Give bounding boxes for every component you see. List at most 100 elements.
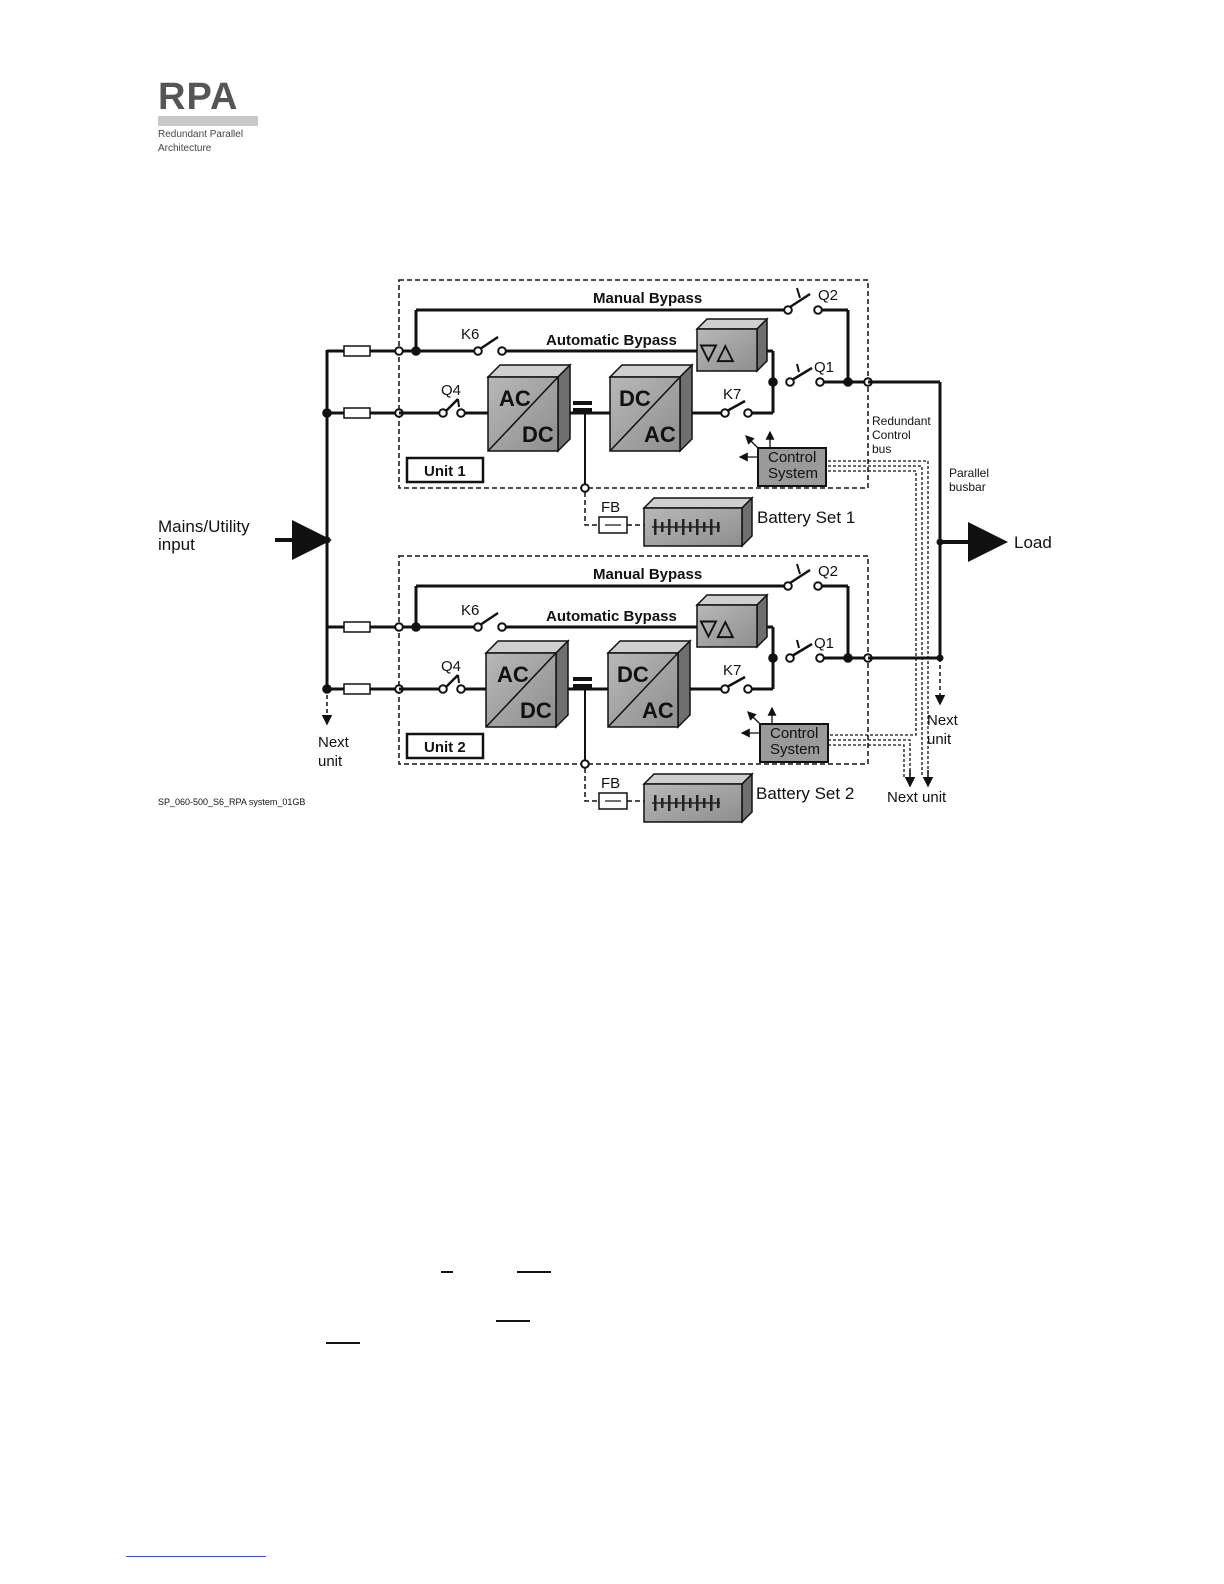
svg-text:FB: FB (601, 499, 620, 516)
q1-contact (815, 377, 825, 387)
fuse (343, 621, 371, 633)
k7-contact (720, 684, 730, 694)
svg-text:K6: K6 (461, 602, 479, 619)
svg-text:Unit 2: Unit 2 (424, 739, 466, 756)
control-bus-next-unit-label: Next unit (887, 789, 947, 806)
q1-output-node (843, 653, 853, 663)
battery-block (642, 496, 754, 548)
fuse (343, 683, 371, 695)
dc-link-symbol (573, 408, 592, 412)
static-switch (695, 593, 769, 649)
svg-text:Unit 1: Unit 1 (424, 463, 466, 480)
k7-contact (743, 684, 753, 694)
thyristor-symbol: ▽△ (699, 615, 735, 640)
unit-label-box (405, 732, 485, 760)
svg-text:AC: AC (644, 422, 676, 447)
underline-mark-2 (517, 1271, 551, 1273)
svg-text:FB: FB (601, 775, 620, 792)
svg-text:AC: AC (497, 662, 529, 687)
k6-contact (497, 346, 507, 356)
k7-contact (720, 408, 730, 418)
svg-text:Q1: Q1 (814, 359, 834, 376)
mains-input-label: Mains/Utility input (158, 517, 254, 554)
svg-text:DC: DC (619, 386, 651, 411)
underline-mark-1 (441, 1271, 453, 1273)
svg-text:Automatic Bypass: Automatic Bypass (546, 608, 677, 625)
q1-contact (815, 653, 825, 663)
svg-text:Q2: Q2 (818, 287, 838, 304)
battery-link (584, 492, 599, 526)
q1-contact (785, 653, 795, 663)
svg-text:Q4: Q4 (441, 382, 461, 399)
fuse (343, 345, 371, 357)
bypass-node (411, 622, 421, 632)
dc-link-symbol (573, 401, 592, 405)
battery-terminal (580, 483, 590, 493)
k6-contact (473, 346, 483, 356)
input-node (323, 536, 331, 544)
q1-contact (785, 377, 795, 387)
static-switch (695, 317, 769, 373)
q4-contact (438, 408, 448, 418)
control-system-block (759, 723, 829, 763)
k6-contact (473, 622, 483, 632)
thyristor-symbol: ▽△ (699, 339, 735, 364)
redundant-control-bus-label: Redundant Control bus (872, 414, 934, 456)
bypass-terminal (394, 622, 404, 632)
rpa-logo: RPA Redundant Parallel Architecture (158, 76, 268, 160)
logo-mark: RPA (158, 76, 239, 118)
q2-contact (783, 581, 793, 591)
svg-text:DC: DC (617, 662, 649, 687)
q1-node (768, 653, 778, 663)
svg-text:Manual Bypass: Manual Bypass (593, 566, 702, 583)
input-next-unit-label: Next unit (318, 734, 353, 770)
q4-contact (438, 684, 448, 694)
svg-text:Q4: Q4 (441, 658, 461, 675)
svg-text:DC: DC (522, 422, 554, 447)
q1-node (768, 377, 778, 387)
svg-text:K6: K6 (461, 326, 479, 343)
svg-text:K7: K7 (723, 662, 741, 679)
svg-text:Manual Bypass: Manual Bypass (593, 290, 702, 307)
logo-bar (158, 116, 258, 126)
k6-contact (497, 622, 507, 632)
svg-text:DC: DC (520, 698, 552, 723)
rpa-system-diagram: Mains/Utility input Next unit Manual Byp… (158, 279, 1052, 824)
busbar-next-unit-label: Next unit (927, 712, 962, 748)
input-branch-node (322, 684, 332, 694)
svg-text:Battery Set 2: Battery Set 2 (756, 784, 854, 803)
input-branch-node (322, 408, 332, 418)
unit-label-box (405, 456, 485, 484)
fuse (343, 407, 371, 419)
q2-contact (783, 305, 793, 315)
redundant-control-bus (828, 460, 929, 777)
svg-text:AC: AC (499, 386, 531, 411)
svg-text:Q2: Q2 (818, 563, 838, 580)
load-label: Load (1014, 533, 1052, 552)
q2-contact (813, 581, 823, 591)
svg-text:K7: K7 (723, 386, 741, 403)
underline-mark-4 (326, 1342, 360, 1344)
battery-link (584, 768, 599, 802)
q1-output-node (843, 377, 853, 387)
control-system-block (757, 447, 827, 487)
k7-contact (743, 408, 753, 418)
dc-link-symbol (573, 677, 592, 681)
svg-text:AC: AC (642, 698, 674, 723)
q4-contact (456, 684, 466, 694)
svg-text:Battery Set 1: Battery Set 1 (757, 508, 855, 527)
q4-contact (456, 408, 466, 418)
underline-mark-3 (496, 1320, 530, 1322)
bypass-terminal (394, 346, 404, 356)
diagram-caption: SP_060-500_S6_RPA system_01GB (158, 797, 306, 807)
logo-subtitle-line2: Architecture (158, 143, 212, 154)
dc-link-symbol (573, 684, 592, 688)
q2-contact (813, 305, 823, 315)
battery-terminal (580, 759, 590, 769)
footer-link-underline (126, 1556, 266, 1557)
